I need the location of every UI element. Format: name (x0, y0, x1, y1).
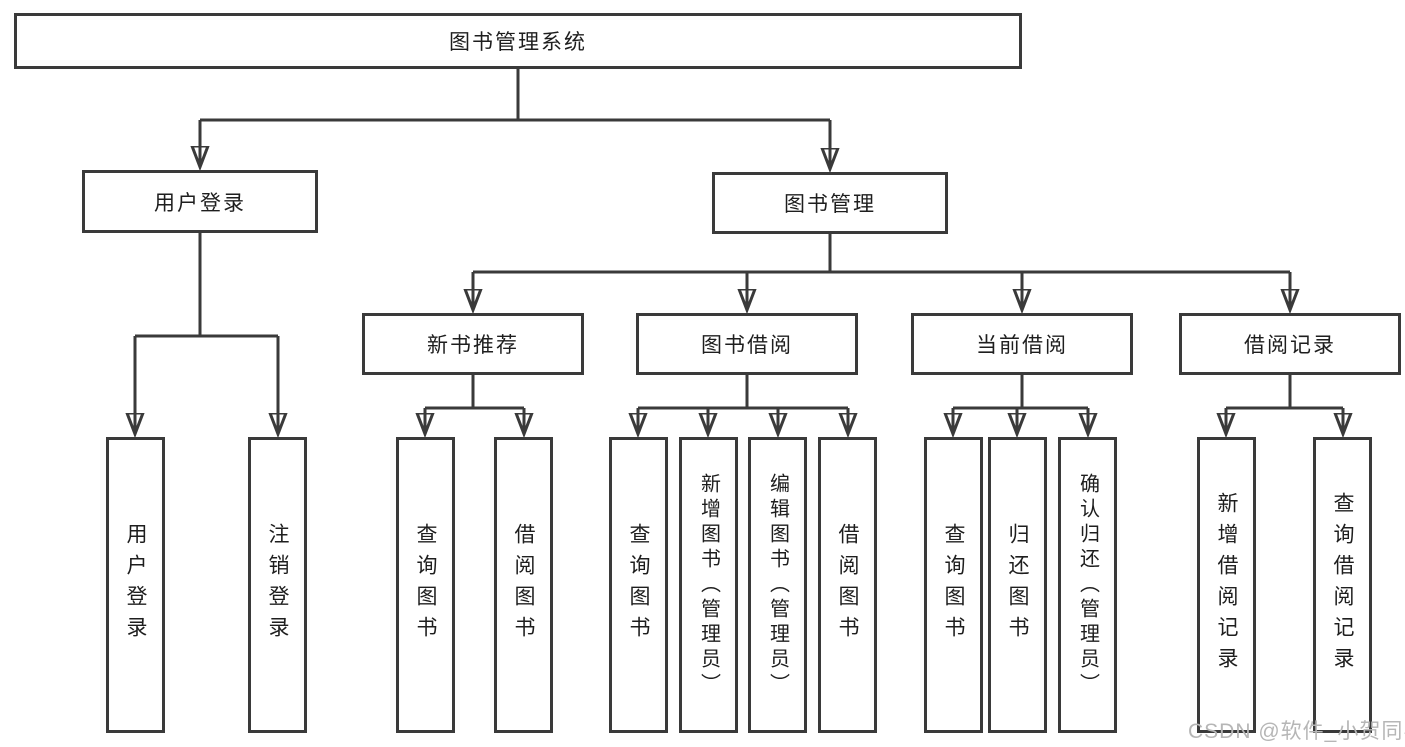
node-cb-query-books: 查询图书 (924, 437, 983, 733)
node-leaf-logout: 注销登录 (248, 437, 307, 733)
node-label: 查询图书 (414, 523, 437, 647)
node-borrowing-records: 借阅记录 (1179, 313, 1401, 375)
node-label: 图书借阅 (701, 334, 793, 357)
node-label: 新增借阅记录 (1215, 492, 1238, 678)
node-book-borrowing: 图书借阅 (636, 313, 858, 375)
node-label: 编辑图书（管理员） (766, 472, 789, 698)
node-label: 当前借阅 (976, 334, 1068, 357)
connector-new-book-rec-split (425, 375, 524, 410)
node-book-management: 图书管理 (712, 172, 948, 234)
node-rec-borrow-books: 借阅图书 (494, 437, 553, 733)
node-bb-query-books: 查询图书 (609, 437, 668, 733)
node-user-login: 用户登录 (82, 170, 318, 233)
node-bb-borrow-books: 借阅图书 (818, 437, 877, 733)
node-label: 借阅记录 (1244, 334, 1336, 357)
node-label: 确认归还（管理员） (1076, 472, 1099, 698)
connector-book-management-split (473, 234, 1290, 274)
node-label: 用户登录 (154, 191, 246, 215)
node-new-book-recommendation: 新书推荐 (362, 313, 584, 375)
node-label: 新增图书（管理员） (697, 472, 720, 698)
node-label: 归还图书 (1006, 523, 1029, 647)
csdn-watermark: CSDN @软件_小贺同学 (1188, 720, 1405, 743)
node-cb-confirm-return-admin: 确认归还（管理员） (1058, 437, 1117, 733)
node-label: 借阅图书 (836, 523, 859, 647)
connector-root-split (200, 69, 830, 122)
node-current-borrowing: 当前借阅 (911, 313, 1133, 375)
node-label: 借阅图书 (512, 523, 535, 647)
node-label: 查询图书 (942, 523, 965, 647)
node-label: 查询图书 (627, 523, 650, 647)
node-bb-edit-books-admin: 编辑图书（管理员） (748, 437, 807, 733)
node-label: 图书管理系统 (449, 31, 587, 54)
node-label: 新书推荐 (427, 334, 519, 357)
node-cb-return-books: 归还图书 (988, 437, 1047, 733)
node-book-management-system: 图书管理系统 (14, 13, 1022, 69)
connector-borrow-records-split (1226, 375, 1343, 410)
node-bb-add-books-admin: 新增图书（管理员） (679, 437, 738, 733)
node-label: 查询借阅记录 (1331, 492, 1354, 678)
node-label: 用户登录 (124, 523, 147, 647)
node-leaf-user-login: 用户登录 (106, 437, 165, 733)
node-label: 图书管理 (784, 193, 876, 216)
connector-current-borrowing-split (953, 375, 1088, 410)
connector-book-borrowing-split (638, 375, 848, 410)
node-br-query-borrow-record: 查询借阅记录 (1313, 437, 1372, 733)
connector-user-login-split (135, 233, 278, 338)
node-br-add-borrow-record: 新增借阅记录 (1197, 437, 1256, 733)
node-label: 注销登录 (266, 523, 289, 647)
node-rec-query-books: 查询图书 (396, 437, 455, 733)
